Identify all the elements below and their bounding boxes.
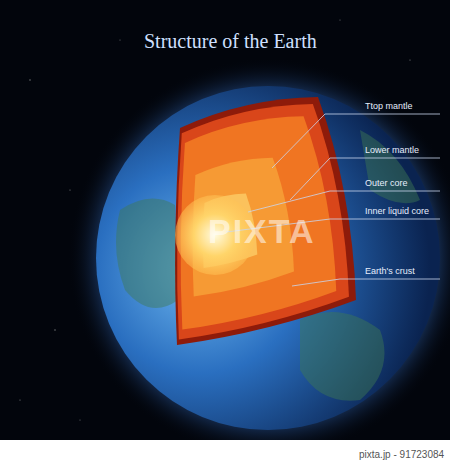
- continents: [116, 130, 420, 401]
- watermark-id: pixta.jp - 91723084: [359, 449, 444, 460]
- watermark: PIXTA: [208, 212, 316, 251]
- layer-label: Lower mantle: [365, 145, 419, 155]
- globe: [96, 86, 440, 430]
- layer-label: Outer core: [365, 178, 408, 188]
- earth-cutaway: [175, 97, 356, 345]
- atmosphere-glow: [68, 58, 450, 458]
- footer-strip: [0, 440, 450, 469]
- leader-lines: [226, 114, 440, 286]
- diagram-title: Structure of the Earth: [144, 30, 317, 53]
- layer-label: Ttop mantle: [365, 101, 413, 111]
- layer-label: Earth's crust: [365, 266, 415, 276]
- layer-label: Inner liquid core: [365, 206, 429, 216]
